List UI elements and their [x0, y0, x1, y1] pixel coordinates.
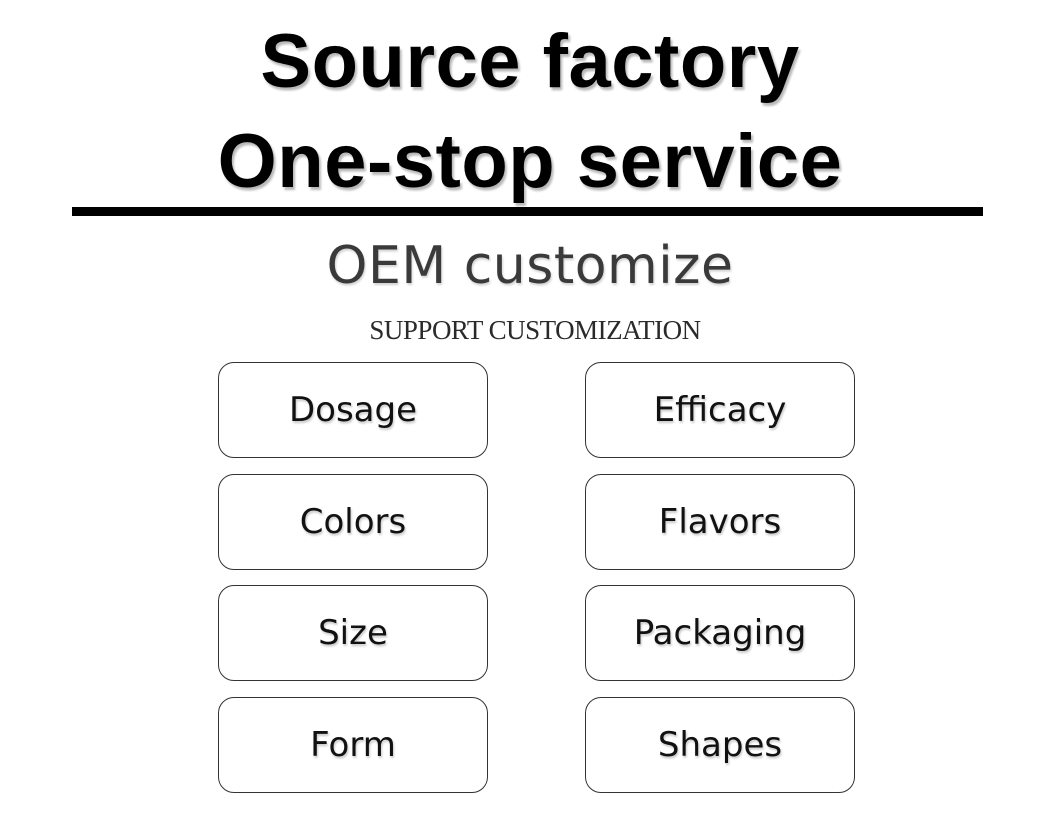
title-line-one-stop-service: One-stop service	[217, 119, 843, 204]
option-flavors: Flavors	[585, 474, 855, 570]
title-line-source-factory: Source factory	[260, 19, 800, 104]
subtitle-oem-customize: OEM customize	[326, 236, 734, 296]
option-label: Dosage	[288, 390, 418, 430]
caption-support-customization: SUPPORT CUSTOMIZATION	[369, 315, 701, 345]
option-label: Form	[310, 725, 396, 765]
option-size: Size	[218, 585, 488, 681]
option-shapes: Shapes	[585, 697, 855, 793]
option-label: Size	[318, 613, 388, 653]
option-form: Form	[218, 697, 488, 793]
option-label: Shapes	[657, 725, 783, 765]
option-label: Efficacy	[653, 390, 787, 430]
option-efficacy: Efficacy	[585, 362, 855, 458]
option-label: Flavors	[658, 502, 782, 542]
option-dosage: Dosage	[218, 362, 488, 458]
option-packaging: Packaging	[585, 585, 855, 681]
option-label: Colors	[299, 502, 407, 542]
title-divider	[72, 207, 983, 216]
option-colors: Colors	[218, 474, 488, 570]
option-label: Packaging	[633, 613, 807, 653]
